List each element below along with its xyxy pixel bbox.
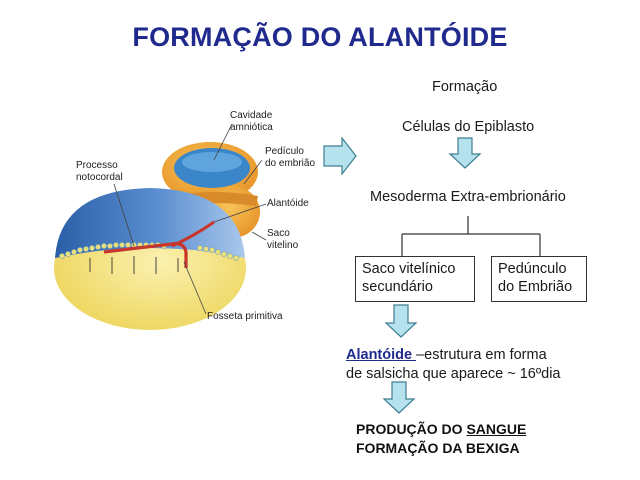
endoderm-beads xyxy=(59,242,239,261)
notochordal-process xyxy=(103,242,188,268)
producao-sangue: PRODUÇÃO DO SANGUE xyxy=(356,420,526,439)
flow-epiblasto: Células do Epiblasto xyxy=(402,119,535,135)
flow-heading: Formação xyxy=(432,79,498,95)
label-cavidade-amniotica: Cavidade amniótica xyxy=(230,110,273,133)
label-saco-vitelino: Saco vitelino xyxy=(267,228,299,251)
allantois xyxy=(171,220,215,248)
box-pedunculo: Pedúnculo do Embrião xyxy=(491,256,587,302)
box-saco-vitelinico-label: Saco vitelínico secundário xyxy=(362,261,456,295)
right-arrow-icon xyxy=(323,136,357,176)
producao-sangue-word: SANGUE xyxy=(466,421,527,437)
alantoide-term: Alantóide xyxy=(346,347,417,363)
formacao-bexiga: FORMAÇÃO DA BEXIGA xyxy=(356,440,520,456)
alantoide-definition-line1: –estrutura em forma xyxy=(416,347,547,363)
label-alantoide: Alantóide xyxy=(267,198,309,209)
flow-mesoderma: Mesoderma Extra-embrionário xyxy=(370,189,566,205)
label-pediculo-embriao: Pedículo do embrião xyxy=(265,146,316,169)
box-saco-vitelinico: Saco vitelínico secundário xyxy=(355,256,475,302)
down-arrow-icon xyxy=(384,304,418,338)
page-title: FORMAÇÃO DO ALANTÓIDE xyxy=(132,22,508,52)
producao-prefix: PRODUÇÃO DO xyxy=(356,421,467,437)
box-pedunculo-label: Pedúnculo do Embrião xyxy=(498,261,573,295)
label-processo-notocordal: Processo notocordal xyxy=(76,160,123,183)
alantoide-description: Alantóide –estrutura em forma de salsich… xyxy=(346,346,606,384)
embryonic-disc xyxy=(55,188,245,258)
down-arrow-icon xyxy=(382,381,416,414)
alantoide-definition-line2: de salsicha que aparece ~ 16ºdia xyxy=(346,366,561,382)
label-fosseta-primitiva: Fosseta primitiva xyxy=(207,311,283,322)
branch-connector xyxy=(401,216,541,258)
embryo-illustration xyxy=(54,123,267,330)
down-arrow-icon xyxy=(448,137,482,169)
